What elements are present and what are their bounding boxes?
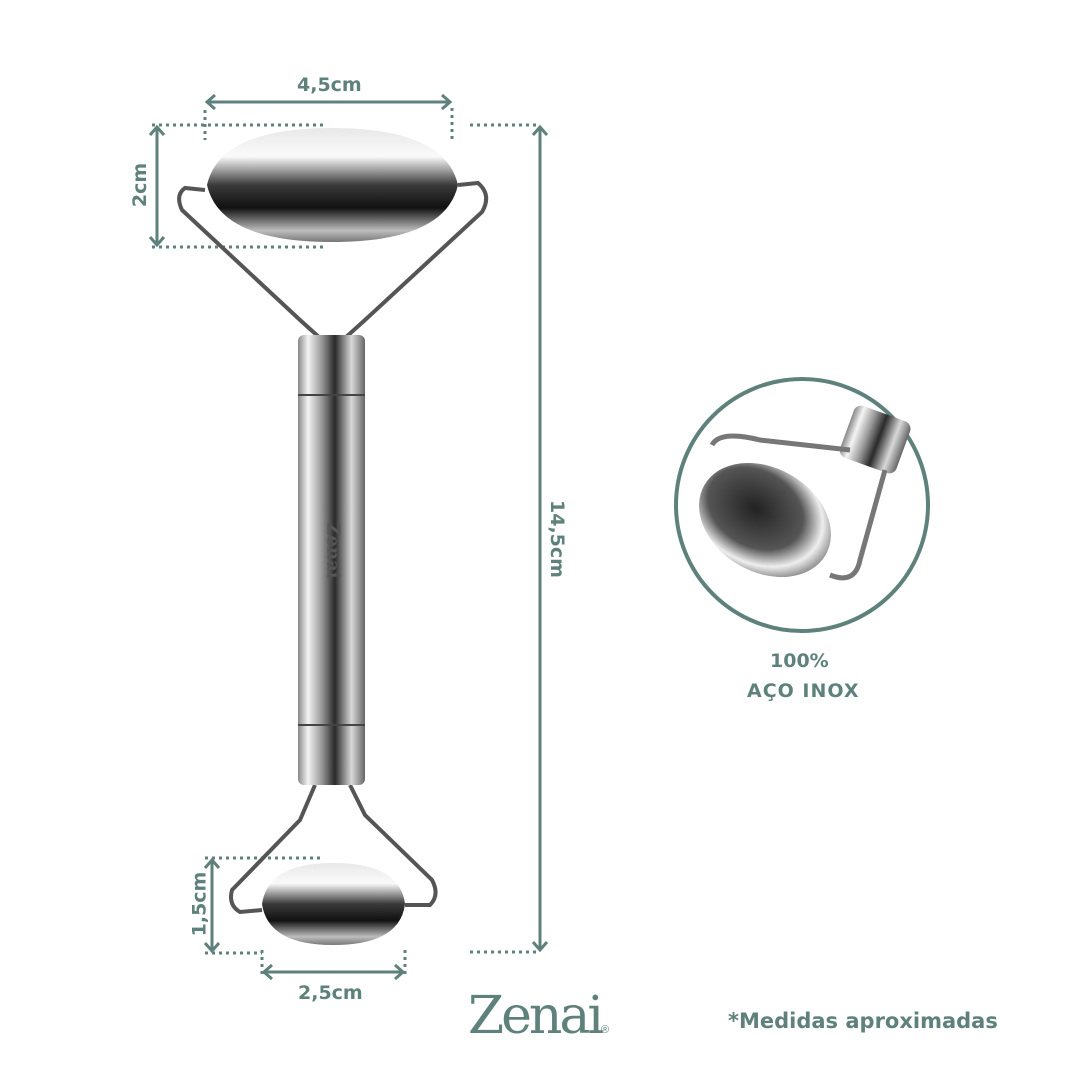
detail-zoom-image [699, 405, 911, 581]
top-width-label: 4,5cm [297, 74, 362, 96]
material-name: AÇO INOX [747, 680, 860, 702]
small-roller [262, 863, 405, 945]
bottom-width-label: 2,5cm [298, 982, 363, 1004]
handle-engraving: Zenai [322, 522, 344, 579]
top-height-label: 2cm [129, 162, 152, 208]
facial-roller [177, 128, 489, 945]
material-percent: 100% [770, 650, 829, 672]
footnote: *Medidas aproximadas [728, 1009, 998, 1033]
dimension-lines [148, 93, 549, 981]
large-roller [207, 128, 458, 242]
brand-logo: Zenai® [468, 986, 610, 1046]
total-length-label: 14,5cm [545, 500, 568, 578]
handle [298, 335, 365, 785]
bottom-height-label: 1,5cm [188, 871, 211, 937]
